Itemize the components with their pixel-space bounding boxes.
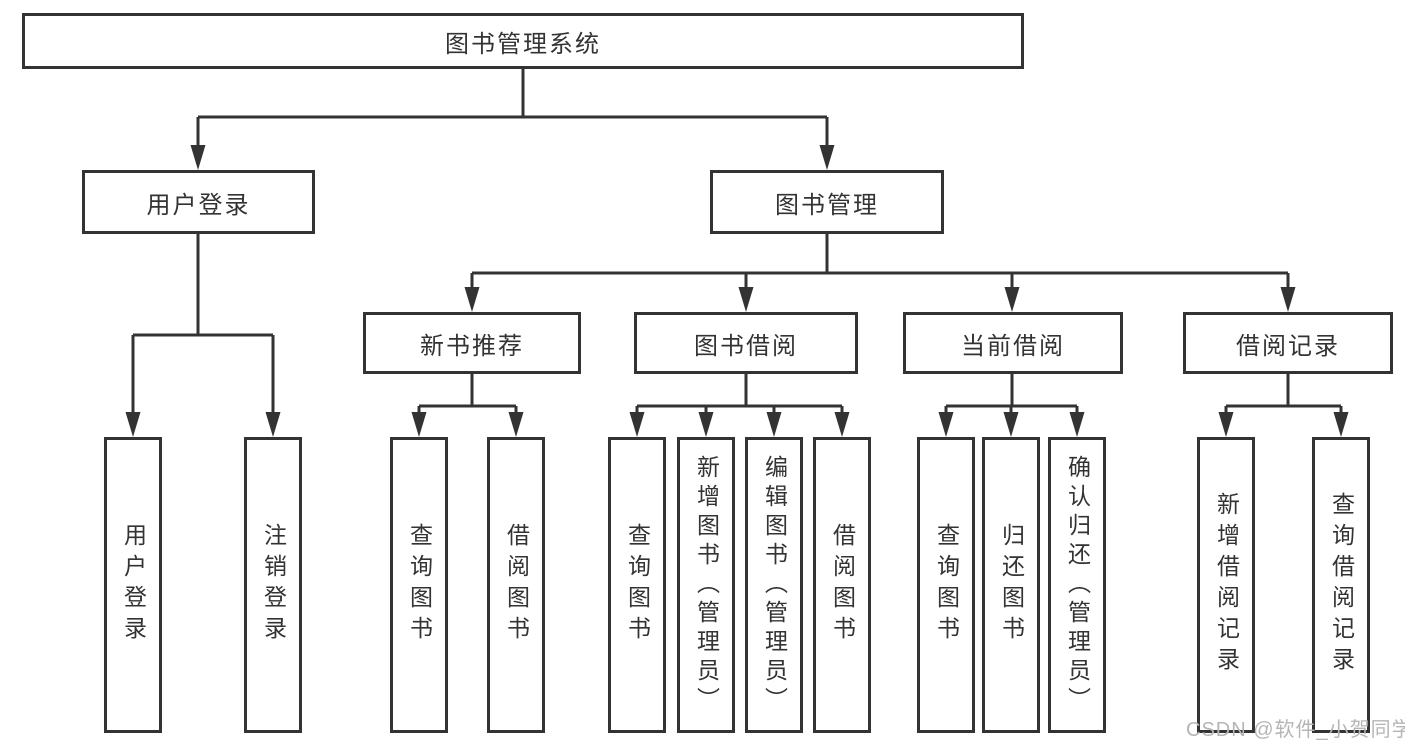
node-label: 当前借阅 [961, 332, 1065, 360]
node-label: 借阅记录 [1236, 332, 1340, 360]
leaf-query-books: 查询图书 [608, 437, 666, 733]
node-book-management: 图书管理 [710, 170, 944, 234]
leaf-add-books-admin: 新增图书（管理员） [677, 437, 735, 733]
leaf-label: 查询图书 [406, 523, 433, 647]
leaf-borrow-books: 借阅图书 [487, 437, 545, 733]
leaf-label: 编辑图书（管理员） [761, 454, 788, 716]
node-library-management-system: 图书管理系统 [22, 13, 1024, 69]
node-label: 用户登录 [146, 191, 251, 219]
node-label: 图书借阅 [694, 332, 798, 360]
node-label: 图书管理系统 [445, 30, 601, 58]
leaf-borrow-books: 借阅图书 [813, 437, 871, 733]
leaf-logout-login: 注销登录 [244, 437, 302, 733]
node-label: 新书推荐 [420, 332, 524, 360]
csdn-watermark: CSDN @软件_小贺同学 [1186, 719, 1405, 741]
leaf-label: 确认归还（管理员） [1064, 454, 1091, 716]
leaf-confirm-return-admin: 确认归还（管理员） [1048, 437, 1106, 733]
node-user-login: 用户登录 [82, 170, 315, 234]
leaf-label: 查询图书 [933, 523, 960, 647]
leaf-query-books: 查询图书 [917, 437, 975, 733]
node-label: 图书管理 [775, 191, 879, 219]
arrowheads [125, 145, 1349, 437]
leaf-label: 新增图书（管理员） [693, 454, 720, 716]
node-current-borrow: 当前借阅 [903, 312, 1123, 374]
leaf-query-books: 查询图书 [390, 437, 448, 733]
leaf-edit-books-admin: 编辑图书（管理员） [745, 437, 803, 733]
leaf-label: 查询借阅记录 [1328, 492, 1355, 678]
node-book-borrow: 图书借阅 [634, 312, 858, 374]
node-new-book-recommend: 新书推荐 [363, 312, 581, 374]
leaf-label: 借阅图书 [829, 523, 856, 647]
leaf-label: 新增借阅记录 [1213, 492, 1240, 678]
leaf-return-books: 归还图书 [982, 437, 1040, 733]
leaf-label: 归还图书 [998, 523, 1025, 647]
leaf-query-borrow-record: 查询借阅记录 [1312, 437, 1370, 733]
leaf-user-login: 用户登录 [104, 437, 162, 733]
leaf-label: 用户登录 [120, 523, 147, 647]
leaf-add-borrow-record: 新增借阅记录 [1197, 437, 1255, 733]
leaf-label: 注销登录 [260, 523, 287, 647]
node-borrow-records: 借阅记录 [1183, 312, 1393, 374]
leaf-label: 借阅图书 [503, 523, 530, 647]
leaf-label: 查询图书 [624, 523, 651, 647]
